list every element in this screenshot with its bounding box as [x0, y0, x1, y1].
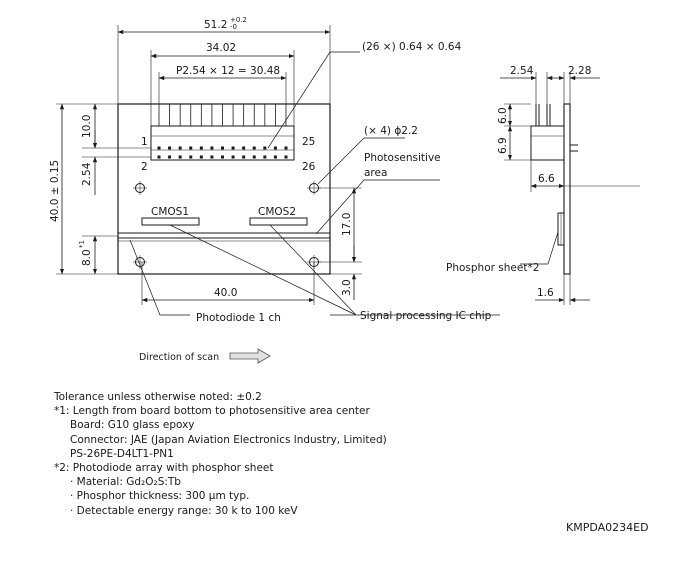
connector-pin	[263, 155, 267, 159]
dim-top-text: 10.0	[81, 115, 93, 138]
dim-bottom-mark: *1	[78, 240, 86, 248]
connector-pin	[199, 155, 203, 159]
side-dim-254-text: 2.54	[510, 65, 534, 77]
side-dim-228-text: 2.28	[568, 65, 591, 77]
note2-thickness: · Phosphor thickness: 300 μm typ.	[70, 490, 250, 503]
side-dim-66-text: 6.6	[538, 173, 555, 185]
pin-1-label: 1	[141, 136, 148, 148]
dim-width-text: 51.2	[204, 19, 227, 31]
connector-pin	[157, 146, 161, 150]
connector-pin	[189, 155, 193, 159]
board-outline	[117, 103, 331, 275]
cmos2-label: CMOS2	[258, 206, 296, 218]
connector-pin	[157, 155, 161, 159]
connector-pin	[231, 146, 235, 150]
dim-photodiode-text: 40.0	[214, 287, 237, 299]
scan-arrow-icon	[229, 348, 271, 364]
connector-pin	[252, 146, 256, 150]
scan-direction-label: Direction of scan	[139, 352, 219, 363]
connector-pin	[273, 146, 277, 150]
connector-pin	[273, 155, 277, 159]
pin-25-label: 25	[302, 136, 315, 148]
dim-pitch-text: P2.54 × 12 = 30.48	[176, 65, 280, 77]
pin-2-label: 2	[141, 161, 148, 173]
front-dimensions	[56, 25, 500, 316]
area-label: area	[364, 167, 387, 179]
dim-height-text: 40.0 ± 0.15	[49, 160, 61, 222]
cmos1-label: CMOS1	[151, 206, 189, 218]
dim-bottom-text: 8.0	[81, 249, 93, 266]
note-tolerance: Tolerance unless otherwise noted: ±0.2	[54, 391, 262, 403]
photosensitive-label: Photosensitive	[364, 152, 441, 164]
connector-pin	[178, 146, 182, 150]
side-dim-69-text: 6.9	[497, 137, 509, 154]
dim-connector-text: 34.02	[206, 42, 236, 54]
note1-board: Board: G10 glass epoxy	[70, 419, 195, 432]
note2-material: · Material: Gd₂O₂S:Tb	[70, 476, 181, 489]
side-dimensions	[500, 72, 640, 305]
connector-pin	[178, 155, 182, 159]
connector-pin	[242, 146, 246, 150]
photodiode-label: Photodiode 1 ch	[196, 312, 281, 324]
dim-width-tol-lower: -0	[230, 23, 237, 31]
front-view	[117, 103, 331, 275]
dim-pins-text: (26 ×) 0.64 × 0.64	[362, 41, 462, 53]
connector-pin	[199, 146, 203, 150]
dim-pin-gap-text: 2.54	[81, 162, 93, 186]
connector-pin	[221, 146, 224, 150]
connector-pin	[168, 146, 172, 150]
cmos2-chip	[249, 217, 308, 226]
connector-pin	[242, 155, 246, 159]
side-connector	[530, 125, 565, 161]
note1-connector: Connector: JAE (Japan Aviation Electroni…	[70, 433, 387, 446]
connector-pin	[284, 146, 288, 150]
side-dim-16-text: 1.6	[537, 287, 554, 299]
phosphor-label: Phosphor sheet*2	[446, 262, 539, 274]
side-dim-60-text: 6.0	[497, 107, 509, 124]
note2-energy: · Detectable energy range: 30 k to 100 k…	[70, 504, 298, 517]
note2-title: *2: Photodiode array with phosphor sheet	[54, 462, 274, 475]
connector-pin	[210, 155, 214, 159]
side-view	[530, 103, 578, 275]
connector-pin	[252, 155, 256, 159]
dim-hole-bottom-text: 3.0	[341, 279, 353, 296]
connector-pin	[284, 155, 288, 159]
connector	[150, 125, 295, 161]
note1-part: PS-26PE-D4LT1-PN1	[70, 447, 174, 460]
pin-26-label: 26	[302, 161, 316, 173]
connector-pin	[168, 155, 172, 159]
connector-pin	[231, 155, 235, 159]
connector-pin	[210, 146, 214, 150]
signal-ic-label: Signal processing IC chip	[360, 310, 492, 322]
document-code: KMPDA0234ED	[566, 521, 649, 534]
dim-width-tol-upper: +0.2	[230, 16, 247, 24]
notes-block: Tolerance unless otherwise noted: ±0.2 *…	[54, 390, 387, 518]
dim-hole-span-text: 17.0	[341, 213, 353, 236]
note1-title: *1: Length from board bottom to photosen…	[54, 405, 370, 418]
connector-pin	[221, 155, 224, 159]
cmos1-chip	[141, 217, 200, 226]
side-board	[563, 103, 571, 275]
dim-holes-text: (× 4) ϕ2.2	[364, 125, 418, 137]
connector-pins	[157, 104, 288, 159]
connector-pin	[189, 146, 193, 150]
connector-pin	[263, 146, 267, 150]
